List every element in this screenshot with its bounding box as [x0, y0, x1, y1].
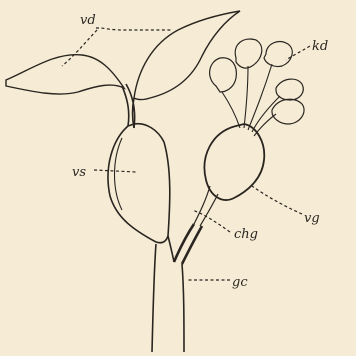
vesicular-gland [194, 124, 264, 226]
label-vd: vd [80, 13, 96, 28]
label-kd: kd [312, 39, 328, 54]
label-vs: vs [72, 165, 86, 180]
kidney-gland-lobes [210, 39, 304, 136]
label-vg: vg [304, 211, 320, 226]
vesicula-seminalis [108, 124, 170, 243]
common-genital-duct [168, 224, 202, 264]
label-chg: chg [234, 227, 258, 242]
vas-deferens-right [133, 11, 241, 128]
label-gc: gc [232, 275, 248, 290]
vas-deferens-left [6, 55, 135, 128]
genital-canal [152, 244, 184, 352]
